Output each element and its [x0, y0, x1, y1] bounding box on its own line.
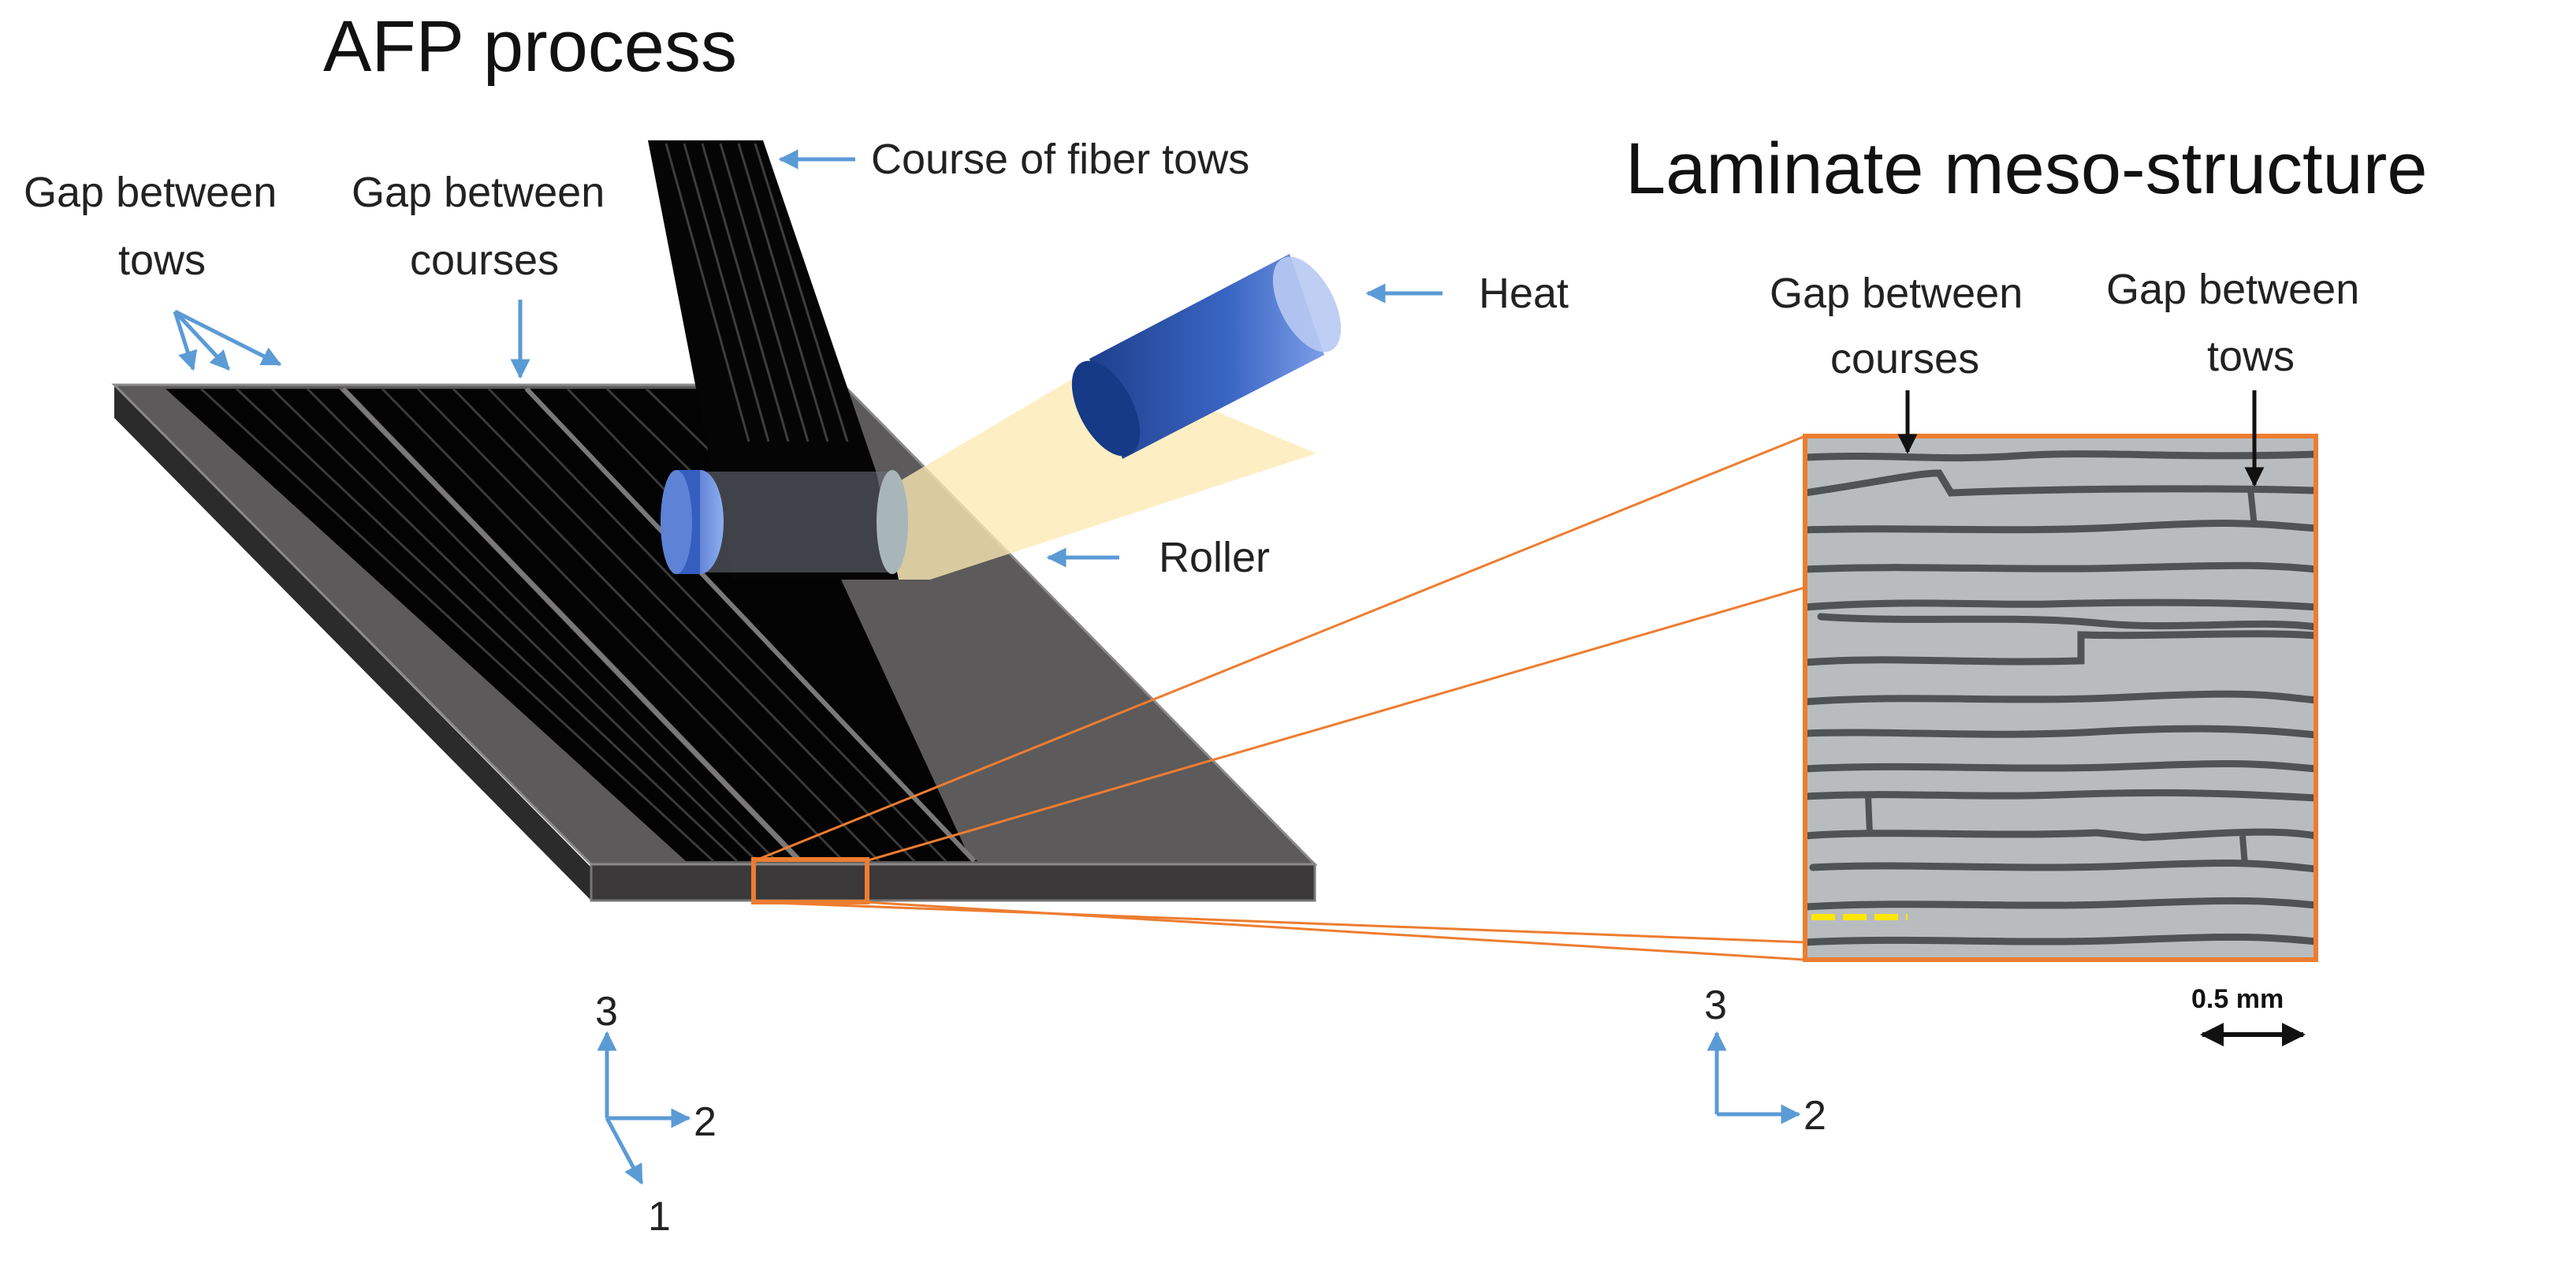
- title-laminate-meso-structure: Laminate meso-structure: [1625, 129, 2428, 209]
- left-axis-2-label: 2: [694, 1099, 717, 1145]
- incoming-fiber-course: [648, 140, 899, 580]
- roller-right-end: [877, 470, 908, 574]
- left-pointer-arrows: [173, 149, 1442, 568]
- roller: [661, 470, 908, 574]
- label-heat: Heat: [1479, 270, 1569, 317]
- course-gap-line-2: [524, 386, 977, 863]
- micrograph-ply-boundaries: [1805, 450, 2316, 946]
- left-axis-1-label: 1: [648, 1194, 671, 1240]
- title-afp-process: AFP process: [323, 6, 737, 87]
- zoom-lines: [753, 434, 1806, 961]
- course-band-2: [347, 389, 977, 861]
- label-roller: Roller: [1159, 534, 1270, 581]
- micrograph-frame: [1803, 434, 2318, 962]
- laminate-plate: [111, 383, 1318, 902]
- micrograph-vertical-gaps: [1865, 471, 2258, 867]
- plate-front-edge: [590, 863, 1316, 902]
- scale-label: 0.5 mm: [2191, 984, 2284, 1014]
- micrograph: [1803, 434, 2318, 962]
- label-right-gap-between-courses-line2: courses: [1830, 335, 1979, 382]
- left-axis-3-label: 3: [595, 989, 618, 1035]
- course-gap-line-1: [341, 386, 802, 863]
- right-axis-3-label: 3: [1704, 983, 1727, 1028]
- label-gap-between-tows-line1: Gap between: [24, 169, 277, 216]
- label-gap-between-tows-line2: tows: [118, 237, 206, 284]
- left-axis-triad: 3 2 1: [595, 989, 717, 1240]
- label-gap-between-courses-line1: Gap between: [352, 169, 605, 216]
- label-right-gap-between-tows-line1: Gap between: [2106, 266, 2359, 313]
- right-axis-2-label: 2: [1804, 1093, 1826, 1139]
- label-right-gap-between-tows-line2: tows: [2207, 333, 2295, 380]
- tow-lines: [199, 387, 947, 863]
- right-pointer-arrows: [1897, 390, 2265, 487]
- heater-cylinder: [1071, 254, 1342, 459]
- plate-left-edge: [114, 385, 591, 901]
- zoom-source-box: [751, 857, 869, 904]
- right-axis-triad: 3 2: [1704, 983, 1826, 1139]
- label-right-gap-between-courses-line1: Gap between: [1770, 270, 2023, 317]
- label-gap-between-courses-line2: courses: [410, 237, 559, 284]
- course-band-1: [166, 389, 796, 861]
- label-course-of-fiber-tows: Course of fiber tows: [871, 136, 1249, 183]
